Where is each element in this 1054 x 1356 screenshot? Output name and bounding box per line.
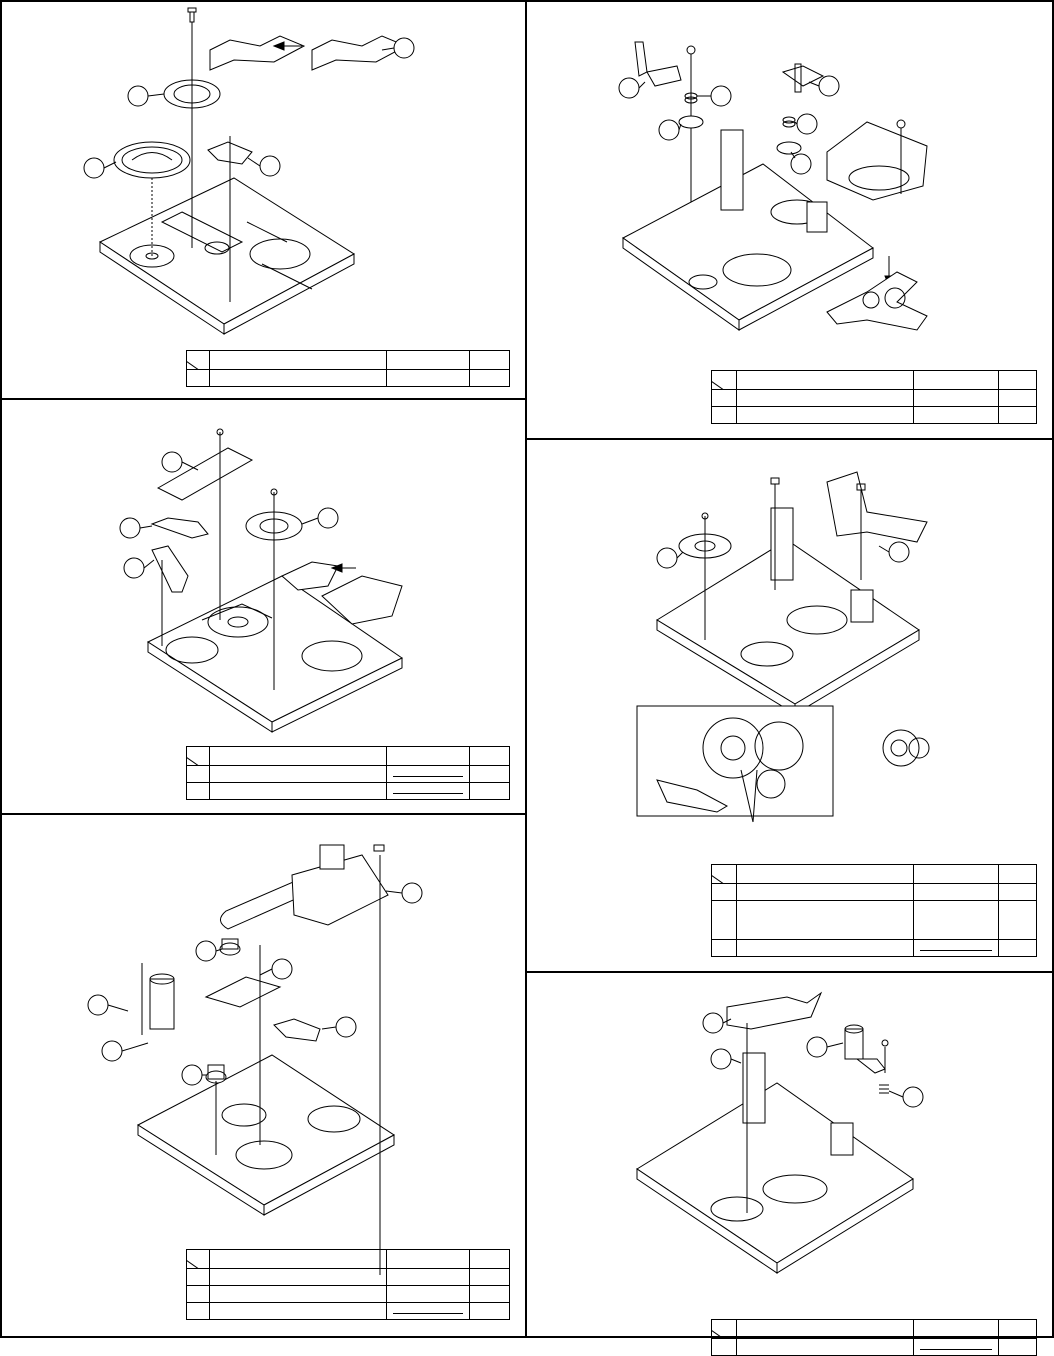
- bracket-exploded: [311, 35, 408, 71]
- reel-table: [762, 1174, 828, 1204]
- screw: [187, 7, 197, 23]
- exploded-view-e: [636, 471, 930, 823]
- callout: [127, 85, 149, 107]
- callout: [119, 517, 141, 539]
- exploded-view-f: [636, 991, 924, 1274]
- callout: [393, 37, 415, 59]
- pinch-arm-assembly: [826, 121, 928, 201]
- bracket-exploded: [321, 575, 403, 625]
- diagram-panel-f: [525, 971, 1054, 1356]
- bracket: [209, 35, 306, 71]
- callout: [195, 940, 217, 962]
- gear-lever: [826, 271, 928, 331]
- callout: [818, 75, 840, 97]
- diagram-panel-b: [0, 398, 527, 815]
- callout: [161, 451, 183, 473]
- callout: [656, 547, 678, 569]
- reel-table: [235, 1140, 293, 1170]
- bracket: [826, 471, 928, 543]
- parts-table-b: [186, 746, 510, 800]
- reel-table: [129, 244, 175, 268]
- detail-gear: [702, 717, 764, 779]
- callout: [658, 119, 680, 141]
- parts-table-a: [186, 350, 510, 387]
- callout: [181, 1064, 203, 1086]
- callout: [101, 1040, 123, 1062]
- chassis-plate: [137, 1054, 395, 1206]
- washer: [776, 141, 802, 155]
- parts-table-c: [186, 1249, 510, 1320]
- callout: [87, 994, 109, 1016]
- loading-motor: [149, 978, 175, 1030]
- callout: [618, 77, 640, 99]
- exploded-view-d: [618, 41, 928, 331]
- callout: [710, 85, 732, 107]
- callout: [902, 1086, 924, 1108]
- reel-table: [722, 253, 792, 287]
- exploded-view-c: [87, 844, 423, 1275]
- callout: [888, 541, 910, 563]
- parts-table-d: [711, 370, 1037, 424]
- washer: [678, 115, 704, 129]
- chassis-plate: [636, 1082, 914, 1264]
- reel-table: [207, 606, 269, 638]
- bracket: [156, 447, 254, 501]
- callout: [401, 882, 423, 904]
- spring: [782, 116, 796, 124]
- callout: [710, 1048, 732, 1070]
- lever-plate: [151, 545, 189, 593]
- bracket: [726, 991, 823, 1030]
- lever: [273, 1018, 321, 1042]
- diagram-panel-c: [0, 813, 527, 1338]
- exploded-view-a: [83, 7, 415, 335]
- guide-post: [781, 65, 825, 87]
- diagram-panel-e: [525, 438, 1054, 973]
- lever: [150, 517, 209, 539]
- callout: [796, 113, 818, 135]
- bracket: [281, 561, 339, 591]
- callout: [790, 153, 812, 175]
- callout: [702, 1012, 724, 1034]
- reel-table: [307, 1105, 361, 1133]
- callout: [259, 155, 281, 177]
- chassis-plate: [622, 163, 874, 321]
- callout: [806, 1036, 828, 1058]
- detail-gear-small: [882, 729, 920, 767]
- motor-plate: [291, 854, 389, 926]
- callout: [123, 557, 145, 579]
- callout: [335, 1016, 357, 1038]
- parts-table-e: [711, 864, 1037, 957]
- callout: [271, 958, 293, 980]
- plate: [204, 976, 282, 1008]
- diagram-panel-d: [525, 0, 1054, 440]
- pinch-roller: [844, 1028, 864, 1060]
- detail-view: [636, 705, 834, 817]
- guide-post: [634, 41, 648, 77]
- reel-table: [786, 605, 848, 635]
- tower: [742, 1052, 766, 1124]
- callout: [317, 507, 339, 529]
- callout: [83, 157, 105, 179]
- tower: [770, 507, 794, 581]
- reel-table: [301, 640, 363, 672]
- spring: [879, 1084, 889, 1094]
- diagram-panel-a: [0, 0, 527, 400]
- exploded-view-b: [119, 428, 403, 733]
- tower: [720, 129, 744, 211]
- motor: [319, 844, 345, 870]
